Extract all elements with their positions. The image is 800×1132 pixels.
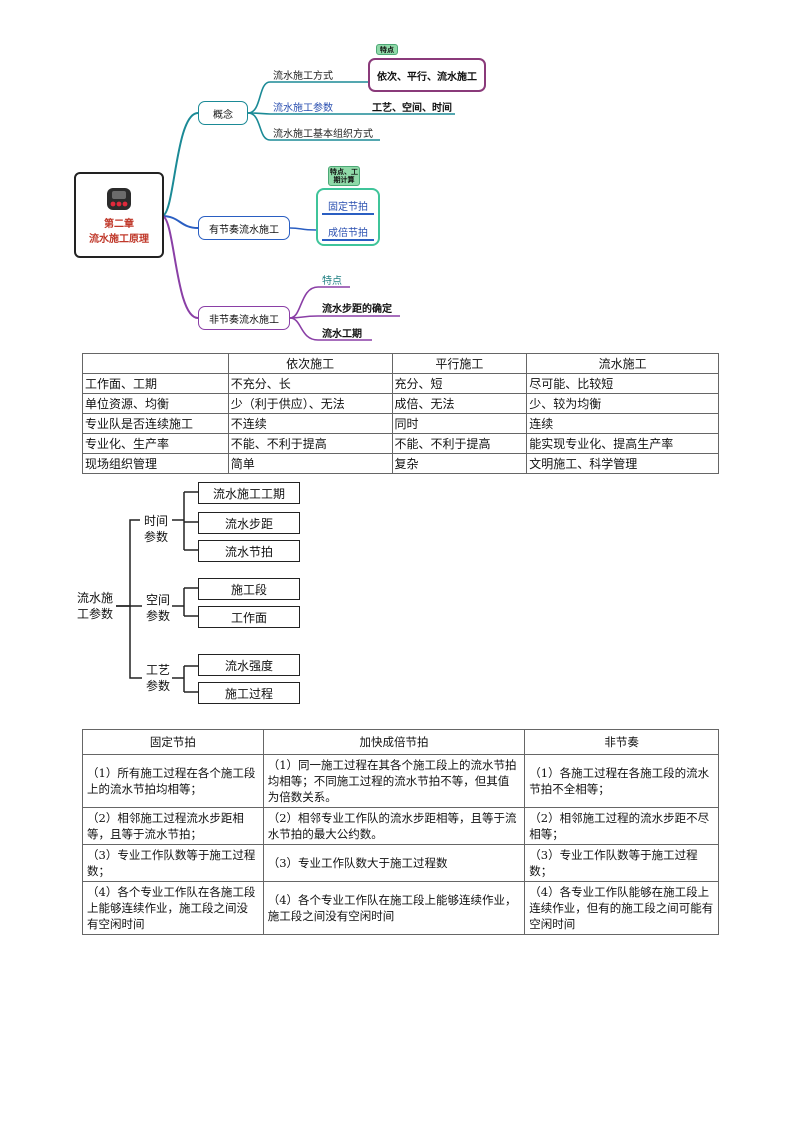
table-row: 工作面、工期 不充分、长 充分、短 尽可能、比较短 xyxy=(82,373,719,394)
root-title-line1: 第二章 xyxy=(104,218,134,230)
rhythmic-tag: 特点、工期计算 xyxy=(328,166,360,186)
heater-icon xyxy=(107,187,131,210)
tree-group-space-line2: 参数 xyxy=(145,609,170,623)
mind-map-connectors xyxy=(161,81,455,341)
rhythm-comparison-table: 固定节拍 加快成倍节拍 非节奏 （1）所有施工过程在各个施工段上的流水节拍均相等… xyxy=(82,729,719,935)
table-header-cell xyxy=(82,353,229,374)
table-row: 专业化、生产率 不能、不利于提高 不能、不利于提高 能实现专业化、提高生产率 xyxy=(82,433,719,454)
rhythmic-group-box xyxy=(316,188,380,246)
tree-root-line2: 工参数 xyxy=(76,607,113,621)
branch-rhythmic[interactable]: 有节奏流水施工 xyxy=(198,216,290,240)
root-title-line2: 流水施工原理 xyxy=(89,233,149,245)
concept-highlight[interactable]: 依次、平行、流水施工 xyxy=(368,58,486,92)
table-cell: 单位资源、均衡 xyxy=(82,393,229,414)
table-header-cell: 非节奏 xyxy=(524,729,719,755)
table-row: （1）所有施工过程在各个施工段上的流水节拍均相等； （1）同一施工过程在其各个施… xyxy=(82,754,719,808)
table-row: 专业队是否连续施工 不连续 同时 连续 xyxy=(82,413,719,434)
tree-item-section[interactable]: 施工段 xyxy=(198,578,300,600)
table-cell: 少（利于供应）、无法 xyxy=(227,393,393,414)
table-header-row: 依次施工 平行施工 流水施工 xyxy=(82,353,719,374)
tree-group-time-line2: 参数 xyxy=(143,530,168,544)
concept-item-organization[interactable]: 流水施工基本组织方式 xyxy=(273,129,373,140)
branch-concept[interactable]: 概念 xyxy=(198,101,248,125)
tree-group-process-line1: 工艺 xyxy=(145,663,170,677)
table-header-cell: 固定节拍 xyxy=(82,729,264,755)
concept-params-detail: 工艺、空间、时间 xyxy=(372,103,452,114)
concept-item-params[interactable]: 流水施工参数 xyxy=(273,103,333,114)
table-header-cell: 加快成倍节拍 xyxy=(262,729,526,755)
table-cell: 复杂 xyxy=(391,453,528,474)
tree-item-duration[interactable]: 流水施工工期 xyxy=(198,482,300,504)
table-cell: （4）各个专业工作队在施工段上能够连续作业，施工段之间没有空闲时间 xyxy=(262,881,526,935)
tree-group-space: 空间 参数 xyxy=(142,592,174,624)
table-cell: 同时 xyxy=(391,413,528,434)
table-row: 现场组织管理 简单 复杂 文明施工、科学管理 xyxy=(82,453,719,474)
tree-item-process[interactable]: 施工过程 xyxy=(198,682,300,704)
table-cell: 工作面、工期 xyxy=(82,373,229,394)
table-cell: 不能、不利于提高 xyxy=(391,433,528,454)
table-cell: （3）专业工作队数等于施工过程数； xyxy=(524,844,719,882)
tree-group-time: 时间 参数 xyxy=(140,513,172,545)
rhythmic-item-multiple-underline xyxy=(322,239,374,241)
branch-nonrhythmic[interactable]: 非节奏流水施工 xyxy=(198,306,290,330)
table-cell: （3）专业工作队数等于施工过程数； xyxy=(82,844,264,882)
parameter-tree-connectors xyxy=(116,491,198,693)
table-cell: （4）各专业工作队能够在施工段上连续作业，但有的施工段之间可能有空闲时间 xyxy=(524,881,719,935)
tree-group-process: 工艺 参数 xyxy=(142,662,174,694)
comparison-table: 依次施工 平行施工 流水施工 工作面、工期 不充分、长 充分、短 尽可能、比较短… xyxy=(82,353,719,474)
parameter-tree: 流水施 工参数 时间 参数 流水施工工期 流水步距 流水节拍 空间 参数 施工段… xyxy=(0,480,800,710)
table-header-cell: 依次施工 xyxy=(227,353,393,374)
table-header-cell: 流水施工 xyxy=(526,353,719,374)
nonrhythmic-item-step[interactable]: 流水步距的确定 xyxy=(322,304,392,315)
nonrhythmic-item-feature[interactable]: 特点 xyxy=(322,276,342,287)
table-cell: （1）所有施工过程在各个施工段上的流水节拍均相等； xyxy=(82,754,264,808)
rhythmic-item-fixed-underline xyxy=(322,213,374,215)
concept-item-mode[interactable]: 流水施工方式 xyxy=(273,71,333,82)
table-cell: 尽可能、比较短 xyxy=(526,373,719,394)
tree-group-process-line2: 参数 xyxy=(145,679,170,693)
table-cell: （1）各施工过程在各施工段的流水节拍不全相等； xyxy=(524,754,719,808)
table-cell: 少、较为均衡 xyxy=(526,393,719,414)
table-cell: 文明施工、科学管理 xyxy=(526,453,719,474)
table-cell: 现场组织管理 xyxy=(82,453,229,474)
table-cell: 不能、不利于提高 xyxy=(227,433,393,454)
rhythmic-item-fixed[interactable]: 固定节拍 xyxy=(328,202,368,213)
table-cell: 不充分、长 xyxy=(227,373,393,394)
table-cell: （4）各个专业工作队在各施工段上能够连续作业，施工段之间没有空闲时间 xyxy=(82,881,264,935)
tree-root-label: 流水施 工参数 xyxy=(74,590,116,622)
table-cell: 成倍、无法 xyxy=(391,393,528,414)
table-cell: （2）相邻施工过程流水步距相等，且等于流水节拍； xyxy=(82,807,264,845)
tree-item-workface[interactable]: 工作面 xyxy=(198,606,300,628)
tree-item-beat[interactable]: 流水节拍 xyxy=(198,540,300,562)
table-cell: 充分、短 xyxy=(391,373,528,394)
tree-item-step[interactable]: 流水步距 xyxy=(198,512,300,534)
concept-tag: 特点 xyxy=(376,44,398,55)
table-row: 单位资源、均衡 少（利于供应）、无法 成倍、无法 少、较为均衡 xyxy=(82,393,719,414)
table-row: （3）专业工作队数等于施工过程数； （3）专业工作队数大于施工过程数 （3）专业… xyxy=(82,844,719,882)
mind-map-root[interactable]: 第二章 流水施工原理 xyxy=(74,172,164,258)
table-cell: 能实现专业化、提高生产率 xyxy=(526,433,719,454)
table-cell: （3）专业工作队数大于施工过程数 xyxy=(262,844,526,882)
table-cell: 专业队是否连续施工 xyxy=(82,413,229,434)
table-cell: （1）同一施工过程在其各个施工段上的流水节拍均相等；不同施工过程的流水节拍不等，… xyxy=(262,754,526,808)
tree-group-space-line1: 空间 xyxy=(145,593,170,607)
tree-root-line1: 流水施 xyxy=(76,591,113,605)
table-header-row: 固定节拍 加快成倍节拍 非节奏 xyxy=(82,729,719,755)
table-cell: （2）相邻施工过程的流水步距不尽相等； xyxy=(524,807,719,845)
table-cell: 简单 xyxy=(227,453,393,474)
table-row: （2）相邻施工过程流水步距相等，且等于流水节拍； （2）相邻专业工作队的流水步距… xyxy=(82,807,719,845)
table-header-cell: 平行施工 xyxy=(391,353,528,374)
table-cell: 专业化、生产率 xyxy=(82,433,229,454)
nonrhythmic-item-duration[interactable]: 流水工期 xyxy=(322,329,362,340)
table-cell: （2）相邻专业工作队的流水步距相等，且等于流水节拍的最大公约数。 xyxy=(262,807,526,845)
tree-group-time-line1: 时间 xyxy=(143,514,168,528)
rhythmic-item-multiple[interactable]: 成倍节拍 xyxy=(328,228,368,239)
table-cell: 连续 xyxy=(526,413,719,434)
table-row: （4）各个专业工作队在各施工段上能够连续作业，施工段之间没有空闲时间 （4）各个… xyxy=(82,881,719,935)
mind-map: 第二章 流水施工原理 概念 流水施工方式 流水施工参数 流水施工基本组织方式 特… xyxy=(0,0,800,350)
tree-item-intensity[interactable]: 流水强度 xyxy=(198,654,300,676)
table-cell: 不连续 xyxy=(227,413,393,434)
